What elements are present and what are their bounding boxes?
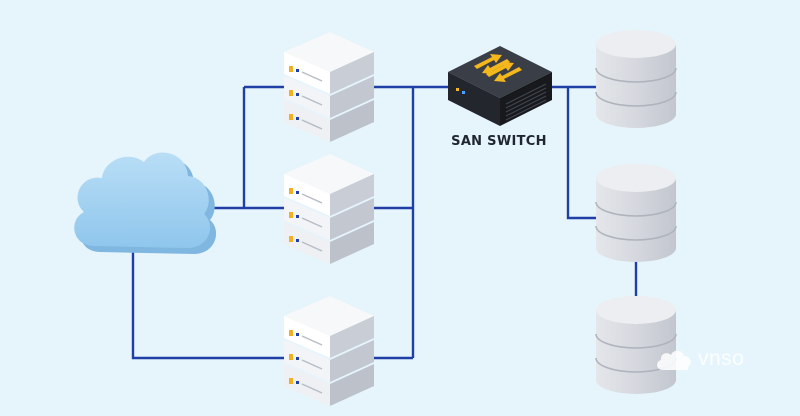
- cloud-logo-icon: [657, 350, 691, 370]
- watermark: vnso: [654, 344, 744, 374]
- san-switch-label: SAN SWITCH: [451, 134, 547, 149]
- switch-arrows-icon: [474, 54, 522, 82]
- storage-2: [595, 164, 677, 262]
- server-3: [284, 296, 374, 406]
- network-switch-icon: [448, 46, 552, 126]
- server-rack-icon: [284, 296, 374, 406]
- watermark-text: vnso: [698, 347, 745, 370]
- connection-lines: [131, 85, 638, 360]
- link-storage-vertical: [566, 87, 598, 220]
- storage-3: [595, 296, 677, 394]
- server-2: [284, 154, 374, 264]
- san-switch: [448, 46, 552, 126]
- link-cloud-server-3: [131, 240, 292, 360]
- storage-1: [595, 30, 677, 128]
- database-icon: [595, 164, 677, 262]
- database-icon: [595, 30, 677, 128]
- cloud-icon: [74, 152, 217, 254]
- database-icon: [595, 296, 677, 394]
- server-rack-icon: [284, 154, 374, 264]
